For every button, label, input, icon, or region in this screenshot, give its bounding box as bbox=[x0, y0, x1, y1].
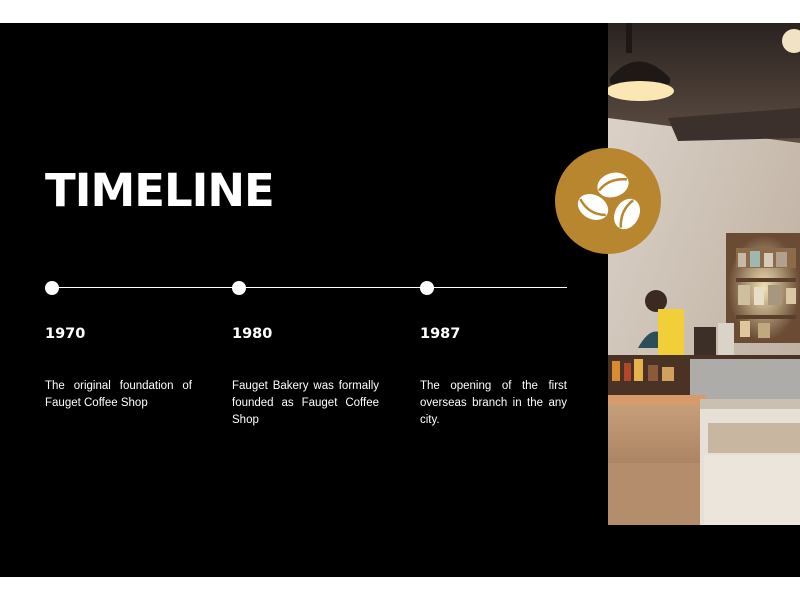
badge bbox=[555, 148, 661, 254]
timeline-description: Fauget Bakery was formally founded as Fa… bbox=[232, 380, 379, 426]
timeline-year: 1970 bbox=[45, 326, 86, 342]
slide: TIMELINE 1970 1980 1987 The original fou… bbox=[0, 23, 800, 577]
timeline-dot-1980 bbox=[232, 281, 246, 295]
timeline-year: 1987 bbox=[420, 326, 461, 342]
timeline-line bbox=[52, 287, 567, 288]
timeline-year: 1980 bbox=[232, 326, 273, 342]
timeline-dot-1987 bbox=[420, 281, 434, 295]
timeline-description: The opening of the first overseas branch… bbox=[420, 380, 567, 426]
coffee-beans-icon bbox=[577, 172, 640, 230]
coffee-shop-photo bbox=[608, 23, 800, 525]
slide-title: TIMELINE bbox=[45, 164, 275, 217]
timeline-dot-1970 bbox=[45, 281, 59, 295]
timeline-description: The original foundation of Fauget Coffee… bbox=[45, 380, 192, 409]
